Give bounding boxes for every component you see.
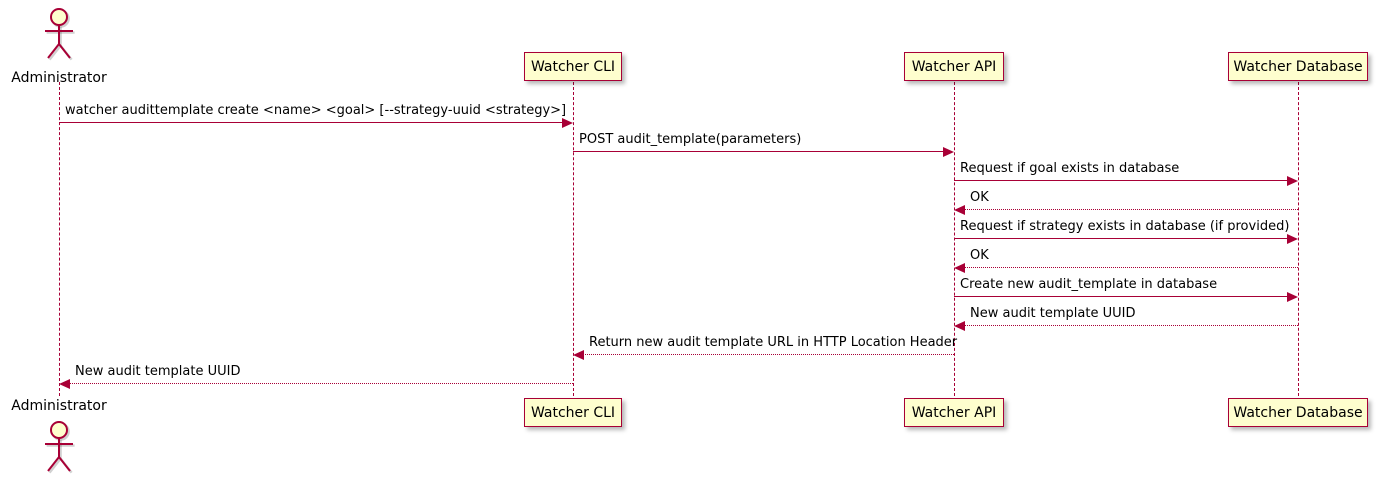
lifeline-watcher-api [954, 82, 955, 396]
participant-label: Watcher API [911, 404, 997, 421]
actor-label-bottom-administrator: Administrator [11, 398, 107, 414]
actor-icon [45, 421, 75, 474]
lifeline-watcher-database [1298, 82, 1299, 396]
message-label-2: POST audit_template(parameters) [579, 132, 802, 147]
arrow-head-1 [562, 118, 573, 128]
message-label-8: New audit template UUID [970, 306, 1136, 321]
participant-label: Watcher CLI [530, 404, 616, 421]
arrow-head-9 [573, 350, 584, 360]
message-label-4: OK [970, 190, 989, 205]
message-line-10 [68, 383, 573, 384]
message-label-3: Request if goal exists in database [960, 161, 1180, 176]
actor-icon [45, 8, 75, 61]
actor-label-top-administrator: Administrator [11, 70, 107, 86]
message-line-1 [59, 122, 564, 123]
participant-header-watcher-api: Watcher API [904, 52, 1004, 81]
lifeline-administrator [59, 82, 60, 396]
message-line-5 [954, 238, 1289, 239]
arrow-head-10 [59, 379, 70, 389]
arrow-head-8 [954, 321, 965, 331]
arrow-head-6 [954, 263, 965, 273]
message-label-6: OK [970, 248, 989, 263]
participant-header-watcher-database: Watcher Database [1228, 52, 1368, 81]
arrow-head-5 [1287, 234, 1298, 244]
participant-label: Watcher API [911, 58, 997, 75]
actor-figure-bottom-administrator [37, 419, 81, 481]
message-line-3 [954, 180, 1289, 181]
participant-footer-watcher-database: Watcher Database [1228, 398, 1368, 427]
message-label-9: Return new audit template URL in HTTP Lo… [589, 335, 958, 350]
message-line-7 [954, 296, 1289, 297]
message-line-6 [963, 267, 1298, 268]
message-label-10: New audit template UUID [75, 364, 241, 379]
arrow-head-2 [943, 147, 954, 157]
message-line-4 [963, 209, 1298, 210]
message-label-1: watcher audittemplate create <name> <goa… [65, 103, 567, 118]
arrow-head-7 [1287, 292, 1298, 302]
participant-footer-watcher-cli: Watcher CLI [524, 398, 622, 427]
message-label-5: Request if strategy exists in database (… [960, 219, 1290, 234]
message-line-8 [963, 325, 1298, 326]
participant-header-watcher-cli: Watcher CLI [524, 52, 622, 81]
arrow-head-4 [954, 205, 965, 215]
message-line-2 [573, 151, 945, 152]
participant-label: Watcher Database [1233, 58, 1363, 75]
participant-label: Watcher CLI [530, 58, 616, 75]
arrow-head-3 [1287, 176, 1298, 186]
message-line-9 [582, 354, 954, 355]
lifeline-watcher-cli [573, 82, 574, 396]
message-label-7: Create new audit_template in database [960, 277, 1218, 292]
participant-label: Watcher Database [1233, 404, 1363, 421]
participant-footer-watcher-api: Watcher API [904, 398, 1004, 427]
actor-figure-top-administrator [37, 6, 81, 68]
